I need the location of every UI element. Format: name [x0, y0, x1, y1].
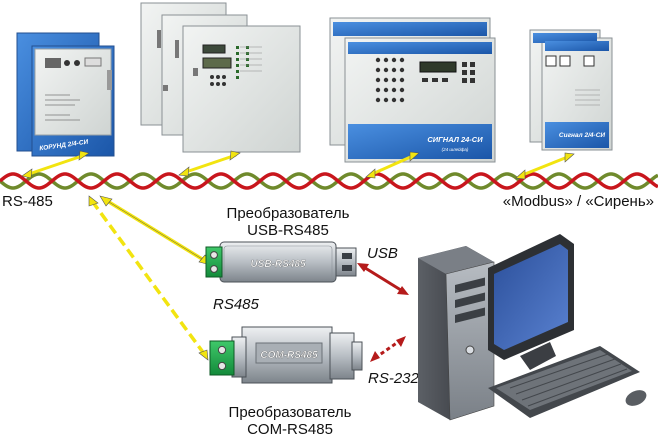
signal24-sublabel: (24 шлейфа) — [442, 146, 469, 152]
signal24-label: СИГНАЛ 24-СИ — [427, 135, 483, 144]
bus-left-label: RS-485 — [2, 193, 53, 210]
com-body-label: COM-RS485 — [260, 350, 318, 361]
usb-caption-line2: USB-RS485 — [247, 222, 329, 239]
link-usb-pc-arrow — [357, 263, 409, 295]
usb-port-label: USB — [367, 245, 398, 262]
link-signal2-arrow — [515, 152, 575, 180]
com-converter: COM-RS485 Преобразователь COM-RS485 RS-2… — [209, 326, 420, 438]
com-caption-line1: Преобразователь — [229, 404, 352, 421]
device-korund: КОРУНД 2/4-СИ — [16, 32, 115, 157]
link-usb-converter-arrow — [99, 195, 212, 266]
bus-right-label: «Modbus» / «Сирень» — [503, 193, 654, 210]
usb-caption-line1: Преобразователь — [227, 205, 350, 222]
link-korund-arrow — [21, 150, 90, 179]
com-caption-line2: COM-RS485 — [247, 421, 333, 437]
link-com-pc-arrow — [370, 336, 406, 362]
usb-converter: Преобразователь USB-RS485 USB-RS485 USB — [205, 205, 398, 283]
device-control-panels — [140, 2, 301, 153]
com-port-label: RS-232 — [368, 370, 420, 387]
link-panels-arrow — [178, 150, 241, 177]
link-signal24-arrow — [365, 151, 420, 179]
computer — [418, 234, 647, 421]
device-signal-24: СИГНАЛ 24-СИ (24 шлейфа) — [329, 17, 496, 163]
link-com-converter-arrow — [88, 195, 209, 361]
rs485-bus — [0, 172, 658, 190]
device-signal-2-4: Сигнал 2/4-СИ — [529, 29, 613, 151]
device-links — [21, 150, 575, 180]
converter-links — [88, 195, 212, 361]
signal2-label: Сигнал 2/4-СИ — [559, 132, 605, 139]
pc-links — [357, 263, 409, 362]
rs485-label: RS485 — [213, 296, 260, 313]
usb-body-label: USB-RS485 — [250, 259, 305, 270]
